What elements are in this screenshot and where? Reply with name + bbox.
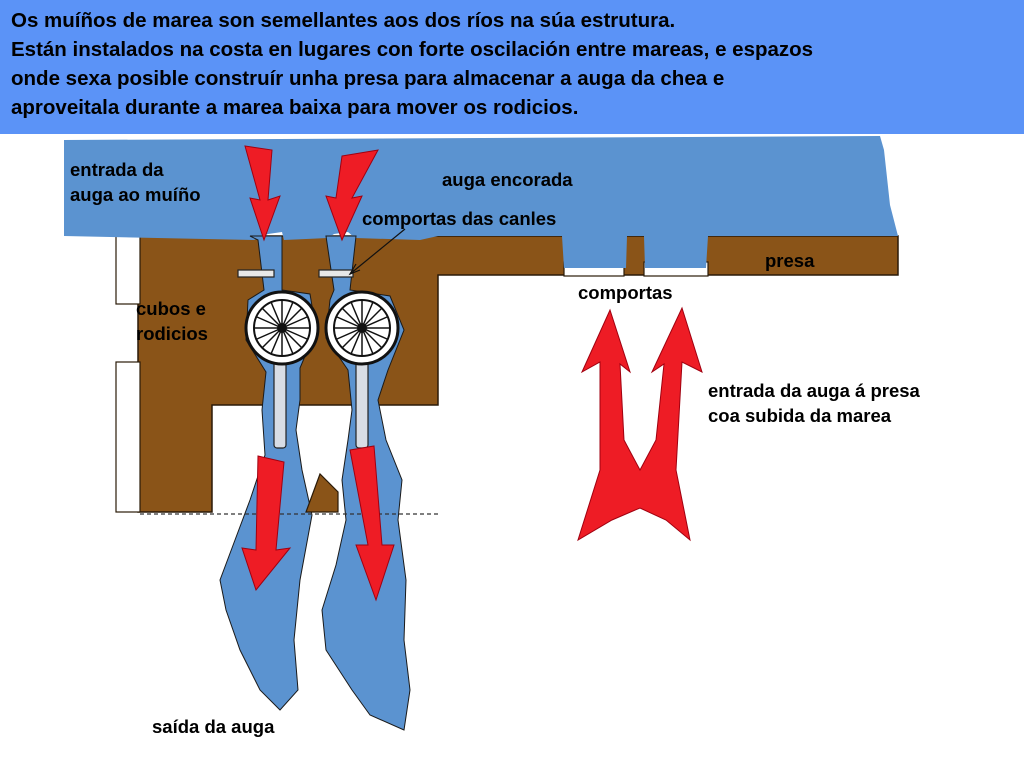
header-line: onde sexa posible construír unha presa p… bbox=[11, 67, 725, 90]
inflow-arrows bbox=[244, 145, 379, 242]
right-outflow-arrow bbox=[349, 445, 395, 602]
label-dam: presa bbox=[765, 250, 815, 271]
header-text: Os muíños de marea son semellantes aos d… bbox=[11, 6, 1016, 122]
label-dam-inflow-line: coa subida da marea bbox=[708, 405, 892, 426]
impounded-water bbox=[64, 136, 898, 268]
label-gates: comportas bbox=[578, 282, 673, 303]
right-inflow-arrow bbox=[325, 149, 379, 242]
label-impounded-water: auga encorada bbox=[442, 169, 573, 190]
building-windows bbox=[115, 235, 141, 513]
gate-pointer-line bbox=[349, 228, 406, 275]
left-outflow-arrow bbox=[241, 455, 292, 592]
label-water-inlet-line: auga ao muíño bbox=[70, 184, 201, 205]
mill-walls bbox=[116, 235, 899, 513]
tail-pier bbox=[305, 472, 339, 513]
right-wheel bbox=[324, 290, 400, 366]
channel-gate-bars bbox=[237, 269, 354, 278]
left-inflow-arrow bbox=[244, 145, 281, 242]
header-line: aproveitala durante a marea baixa para m… bbox=[11, 96, 579, 119]
label-wheels: cubos e rodicios bbox=[136, 296, 208, 346]
label-water-inlet: entrada da auga ao muíño bbox=[70, 157, 201, 207]
label-dam-inflow: entrada da auga á presa coa subida da ma… bbox=[708, 378, 920, 428]
label-water-inlet-line: entrada da bbox=[70, 159, 164, 180]
label-dam-inflow-line: entrada da auga á presa bbox=[708, 380, 920, 401]
header-line: Os muíños de marea son semellantes aos d… bbox=[11, 9, 676, 32]
gate-pointer-arrowhead bbox=[348, 263, 361, 276]
left-wheel bbox=[244, 290, 320, 366]
dam-inflow-arrow bbox=[577, 306, 703, 542]
label-channel-gates: comportas das canles bbox=[362, 208, 557, 229]
label-water-outlet: saída da auga bbox=[152, 716, 275, 737]
label-wheels-line: rodicios bbox=[136, 323, 208, 344]
header-banner: Os muíños de marea son semellantes aos d… bbox=[0, 0, 1024, 134]
outflow-arrows bbox=[241, 445, 395, 602]
header-line: Están instalados na costa en lugares con… bbox=[11, 38, 814, 61]
label-wheels-line: cubos e bbox=[136, 298, 206, 319]
mill-shafts bbox=[273, 355, 369, 449]
